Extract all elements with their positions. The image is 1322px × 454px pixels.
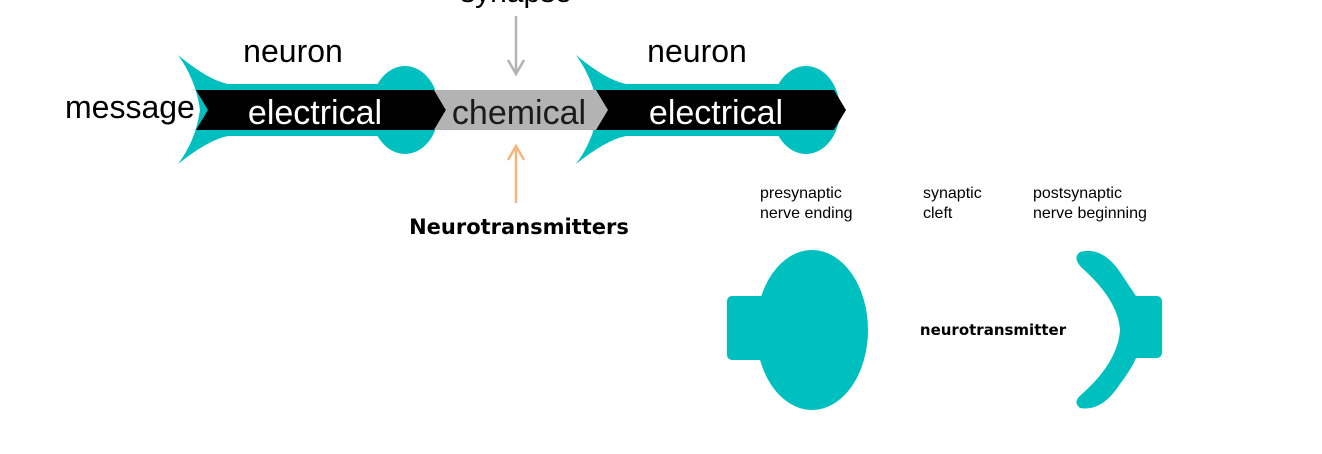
neurotransmitters-label: Neurotransmitters — [409, 215, 629, 239]
neurotransmitter-arrow — [506, 143, 526, 203]
synaptic-cleft-label: synaptic cleft — [923, 185, 986, 222]
postsynaptic-nerve-beginning-shape — [1076, 250, 1162, 409]
top-signal-diagram: electrical chemical electrical synapse n… — [65, 0, 846, 239]
postsynaptic-label: postsynaptic nerve beginning — [1033, 185, 1147, 222]
segment-electrical-right — [596, 90, 846, 130]
bottom-synapse-diagram: presynaptic nerve ending synaptic cleft … — [727, 185, 1162, 410]
neuron-left-label: neuron — [243, 33, 343, 69]
synapse-label: synapse — [460, 0, 572, 9]
segment-chemical — [434, 90, 608, 130]
presynaptic-nerve-ending-shape — [727, 250, 868, 410]
neurotransmitter-center-label: neurotransmitter — [920, 321, 1067, 339]
segment-label-chemical: chemical — [452, 94, 586, 132]
neuron-right-label: neuron — [647, 33, 747, 69]
segment-electrical-left — [196, 90, 446, 130]
message-label: message — [65, 89, 195, 125]
presynaptic-label: presynaptic nerve ending — [760, 185, 853, 222]
synapse-arrow — [506, 16, 526, 77]
segment-label-electrical-left: electrical — [248, 94, 382, 132]
segment-label-electrical-right: electrical — [649, 94, 783, 132]
